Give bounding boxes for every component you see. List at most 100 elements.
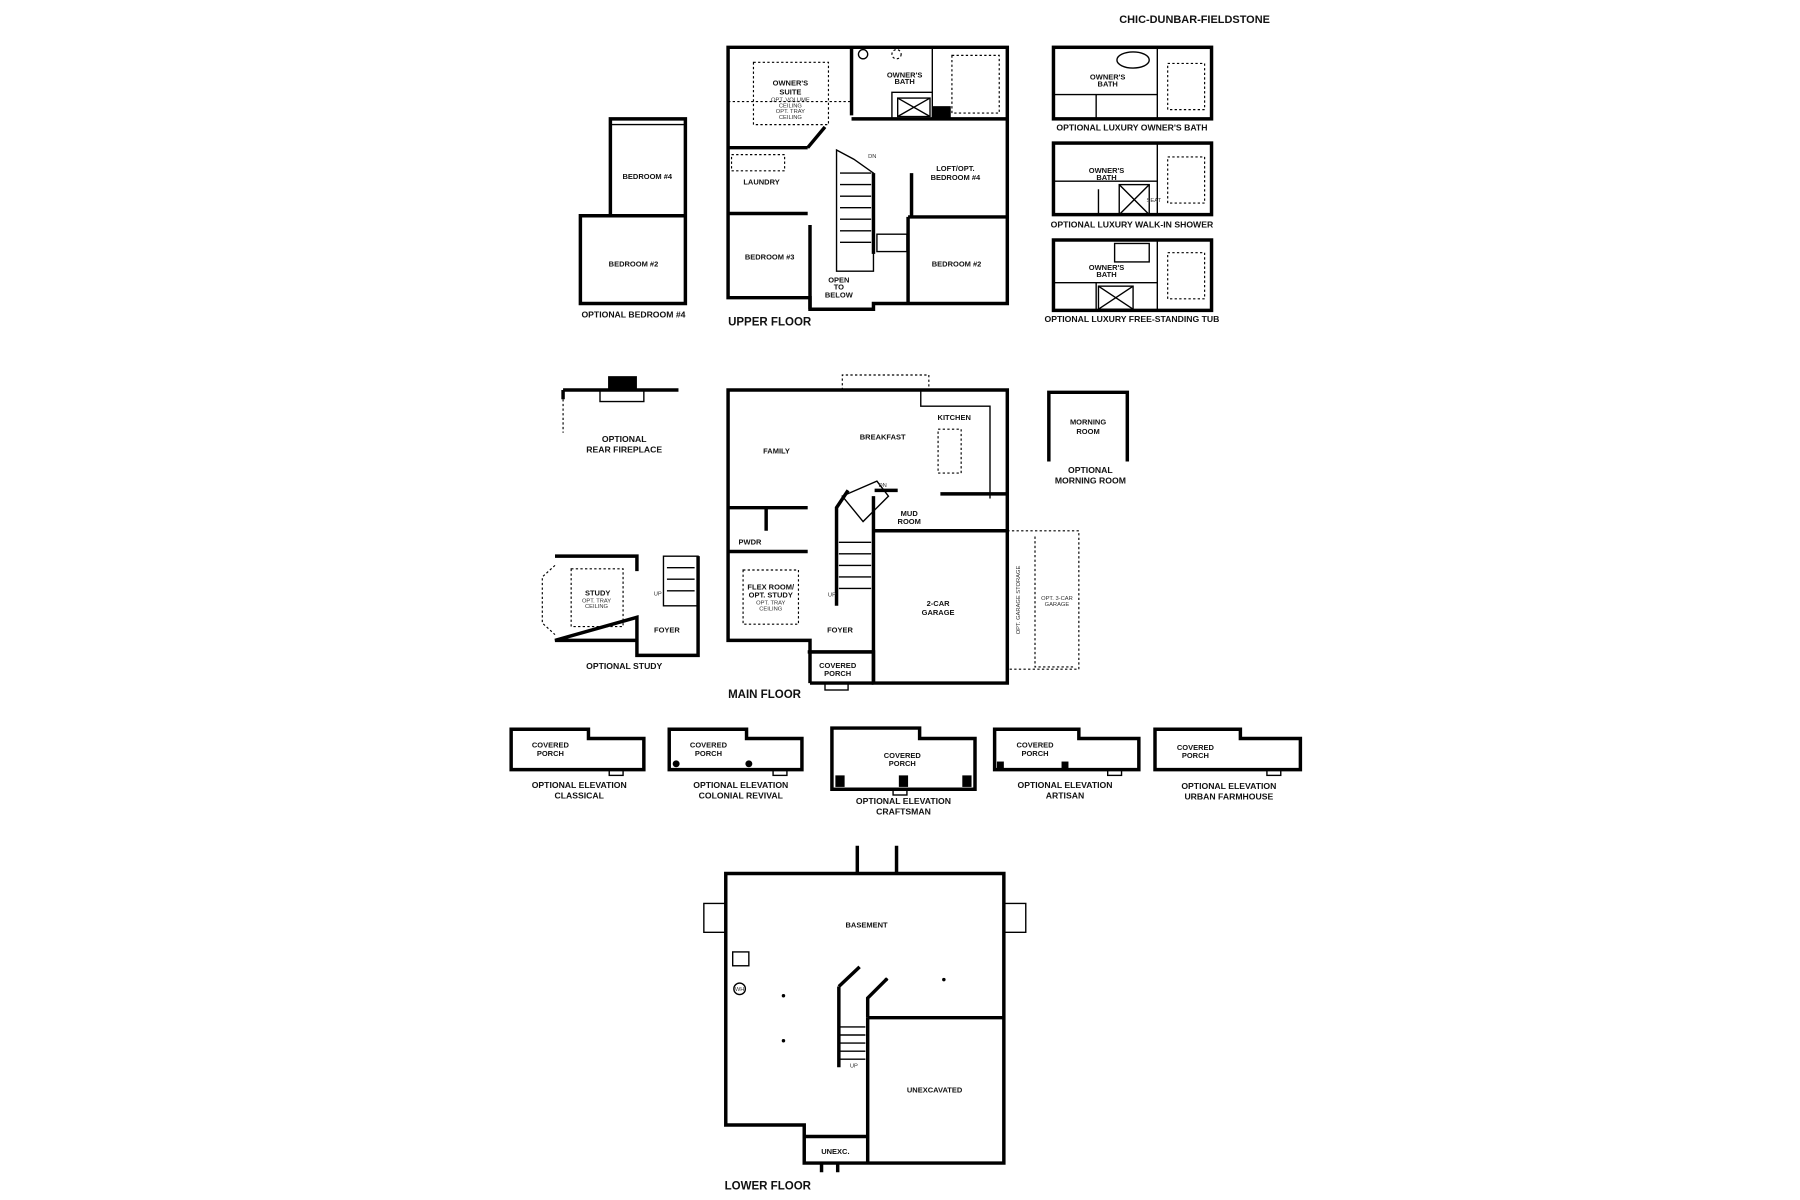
- optional-study-plan: STUDY OPT. TRAY CEILING FOYER UP OPTIONA…: [541, 554, 700, 671]
- covered-porch-label-2: PORCH: [537, 749, 564, 758]
- elevation-classical: COVERED PORCH OPTIONAL ELEVATION CLASSIC…: [509, 727, 646, 800]
- owners-suite-note: OPT. TRAY: [776, 109, 805, 115]
- covered-porch-label-2: PORCH: [824, 669, 851, 678]
- bedroom-4-label: BEDROOM #4: [623, 172, 673, 181]
- open-to-below-label: OPEN: [828, 276, 849, 285]
- owners-bath-label: OWNER'S: [1090, 73, 1126, 82]
- elevation-artisan: COVERED PORCH OPTIONAL ELEVATION ARTISAN: [992, 727, 1141, 800]
- elevation-caption-2: COLONIAL REVIVAL: [699, 790, 784, 800]
- study-label: STUDY: [585, 588, 610, 597]
- foyer-label: FOYER: [827, 625, 853, 634]
- unexcavated-label: UNEXCAVATED: [907, 1086, 963, 1095]
- powder-room-label: PWDR: [739, 538, 762, 547]
- elevation-caption: OPTIONAL ELEVATION: [1017, 780, 1112, 790]
- morning-room-label-2: ROOM: [1076, 427, 1099, 436]
- covered-porch-label: COVERED: [1016, 741, 1054, 750]
- study-note: CEILING: [585, 604, 609, 610]
- owners-bath-label-2: BATH: [1096, 270, 1116, 279]
- covered-porch-label-2: PORCH: [1182, 751, 1209, 760]
- bath-option-caption: OPTIONAL LUXURY FREE-STANDING TUB: [1044, 314, 1219, 324]
- garage-label-2: GARAGE: [922, 608, 955, 617]
- owners-suite-note: OPT. VOLUME: [771, 98, 810, 104]
- optional-fireplace-caption-2: REAR FIREPLACE: [586, 444, 662, 454]
- elevation-caption: OPTIONAL ELEVATION: [532, 780, 627, 790]
- open-to-below-label-3: BELOW: [825, 291, 854, 300]
- unexc-label: UNEXC.: [821, 1147, 849, 1156]
- bath-option-caption: OPTIONAL LUXURY WALK-IN SHOWER: [1051, 219, 1214, 229]
- open-to-below-label-2: TO: [834, 283, 844, 292]
- bedroom-2-label: BEDROOM #2: [609, 260, 659, 269]
- elevation-caption: OPTIONAL ELEVATION: [856, 796, 951, 806]
- family-label: FAMILY: [763, 446, 790, 455]
- elevation-caption: OPTIONAL ELEVATION: [1181, 781, 1276, 791]
- covered-porch-label: COVERED: [1177, 743, 1215, 752]
- mud-room-label-2: ROOM: [898, 517, 921, 526]
- study-note: OPT. TRAY: [582, 598, 611, 604]
- elevation-caption-2: CLASSICAL: [555, 790, 605, 800]
- mud-room-label: MUD: [901, 509, 919, 518]
- optional-fireplace-caption: OPTIONAL: [602, 434, 647, 444]
- owners-suite-note: CEILING: [779, 115, 803, 121]
- flex-room-note: CEILING: [759, 606, 783, 612]
- bedroom-2-label: BEDROOM #2: [932, 260, 982, 269]
- elevation-caption: OPTIONAL ELEVATION: [693, 780, 788, 790]
- elevation-craftsman: COVERED PORCH OPTIONAL ELEVATION CRAFTSM…: [830, 726, 977, 817]
- covered-porch-label: COVERED: [819, 661, 857, 670]
- owners-bath-label-2: BATH: [1098, 80, 1118, 89]
- plan-title: CHIC-DUNBAR-FIELDSTONE: [1119, 14, 1270, 26]
- stair-dn-label: DN: [868, 154, 876, 160]
- optional-morning-room-plan: MORNING ROOM OPTIONAL MORNING ROOM: [1047, 390, 1130, 485]
- elevation-caption-2: ARTISAN: [1046, 790, 1084, 800]
- optional-morning-room-caption-2: MORNING ROOM: [1055, 475, 1126, 485]
- upper-floor-label: UPPER FLOOR: [728, 316, 812, 328]
- optional-morning-room-caption: OPTIONAL: [1068, 465, 1113, 475]
- bath-option-free-standing-tub: OWNER'S BATH OPTIONAL LUXURY FREE-STANDI…: [1044, 238, 1219, 324]
- owners-bath-label: OWNER'S: [887, 70, 923, 79]
- owners-suite-label-2: SUITE: [779, 88, 801, 97]
- opt-3-car-garage-label: OPT. 3-CAR: [1041, 596, 1073, 602]
- covered-porch-label: COVERED: [690, 741, 728, 750]
- optional-rear-fireplace-plan: OPTIONAL REAR FIREPLACE: [561, 376, 679, 454]
- laundry-label: LAUNDRY: [743, 178, 779, 187]
- upper-floor-plan: OWNER'S SUITE OPT. VOLUME CEILING OPT. T…: [726, 45, 1010, 328]
- loft-label: LOFT/OPT.: [936, 164, 974, 173]
- main-floor-plan: FAMILY BREAKFAST KITCHEN MUD ROOM PWDR F…: [726, 374, 1080, 701]
- flex-room-note: OPT. TRAY: [756, 601, 785, 607]
- foyer-label: FOYER: [654, 625, 680, 634]
- stair-dn-label: DN: [879, 483, 887, 489]
- stair-up-label: UP: [850, 1063, 858, 1069]
- bedroom-3-label: BEDROOM #3: [745, 253, 795, 262]
- owners-suite-label: OWNER'S: [773, 78, 809, 87]
- flex-room-label-2: OPT. STUDY: [749, 591, 793, 600]
- kitchen-label: KITCHEN: [938, 413, 971, 422]
- opt-garage-storage-label: OPT. GARAGE STORAGE: [1016, 566, 1022, 635]
- covered-porch-label: COVERED: [532, 741, 570, 750]
- garage-label: 2-CAR: [927, 599, 951, 608]
- stair-up-label: UP: [828, 593, 836, 599]
- morning-room-label: MORNING: [1070, 418, 1106, 427]
- elevation-colonial-revival: COVERED PORCH OPTIONAL ELEVATION COLONIA…: [667, 727, 804, 800]
- lower-floor-label: LOWER FLOOR: [725, 1181, 812, 1193]
- owners-bath-label-2: BATH: [1096, 173, 1116, 182]
- breakfast-label: BREAKFAST: [860, 433, 906, 442]
- optional-bedroom-4-plan: BEDROOM #4 BEDROOM #2 OPTIONAL BEDROOM #…: [578, 117, 688, 319]
- bath-option-walk-in-shower: OWNER'S BATH SEAT OPTIONAL LUXURY WALK-I…: [1051, 141, 1214, 229]
- owners-bath-label: OWNER'S: [1089, 166, 1125, 175]
- covered-porch-label-2: PORCH: [889, 759, 916, 768]
- owners-suite-note: CEILING: [779, 103, 803, 109]
- elevation-caption-2: CRAFTSMAN: [876, 807, 931, 817]
- optional-bedroom-4-caption: OPTIONAL BEDROOM #4: [581, 309, 685, 319]
- elevation-caption-2: URBAN FARMHOUSE: [1184, 792, 1273, 802]
- bath-option-luxury-owners-bath: OWNER'S BATH OPTIONAL LUXURY OWNER'S BAT…: [1051, 45, 1214, 132]
- bath-option-caption: OPTIONAL LUXURY OWNER'S BATH: [1056, 122, 1207, 132]
- flex-room-label: FLEX ROOM/: [747, 583, 795, 592]
- covered-porch-label-2: PORCH: [1021, 749, 1048, 758]
- covered-porch-label-2: PORCH: [695, 749, 722, 758]
- stair-up-label: UP: [654, 591, 662, 597]
- loft-label-2: BEDROOM #4: [931, 173, 981, 182]
- owners-bath-label: OWNER'S: [1089, 263, 1125, 272]
- seat-label: SEAT: [1147, 198, 1162, 204]
- elevation-urban-farmhouse: COVERED PORCH OPTIONAL ELEVATION URBAN F…: [1153, 727, 1303, 802]
- main-floor-label: MAIN FLOOR: [728, 689, 802, 701]
